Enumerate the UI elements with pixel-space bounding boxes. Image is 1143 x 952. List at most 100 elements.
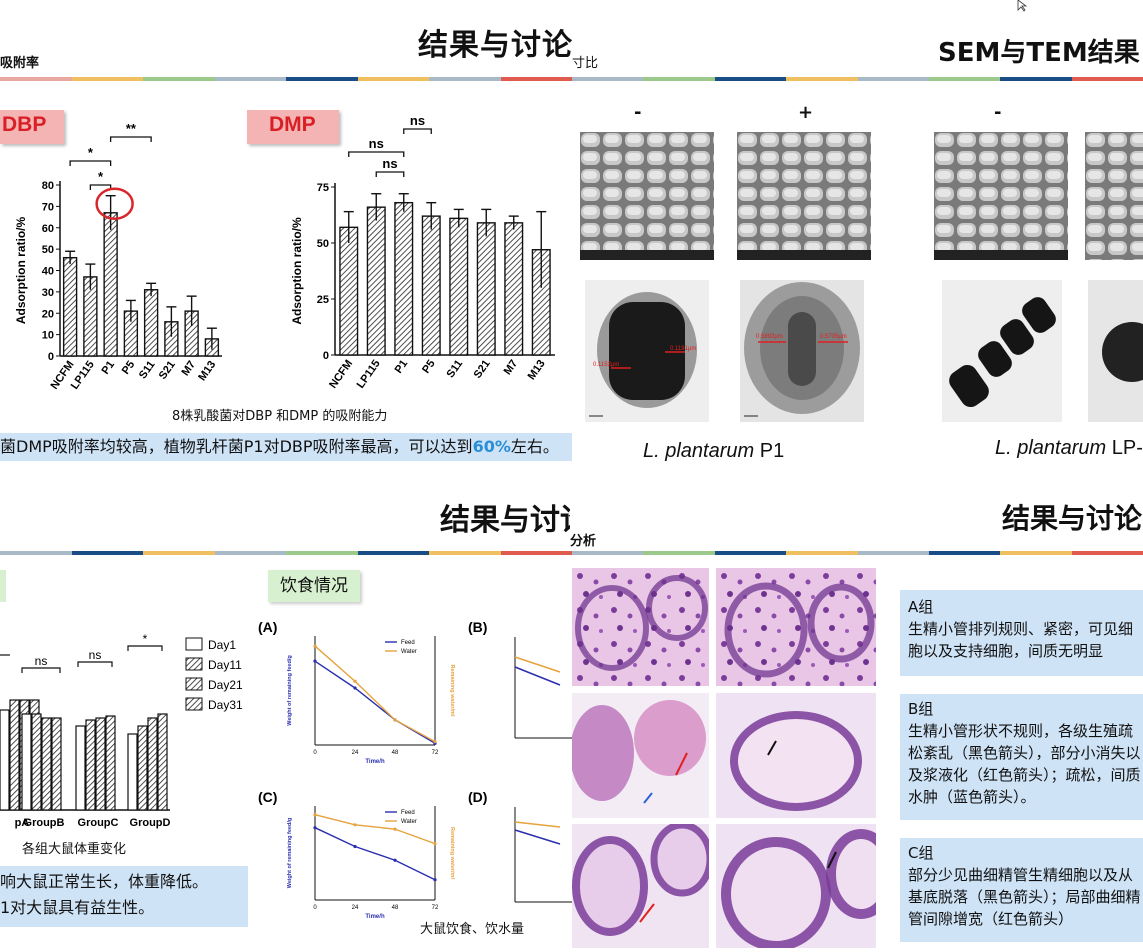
y-tick-label: 0: [323, 350, 329, 362]
bar: [421, 215, 441, 356]
sem-image-minus: [580, 132, 714, 260]
dmp-tag-label: DMP: [269, 113, 316, 136]
y-tick-label: 10: [42, 330, 54, 342]
x-tick-label: M13: [526, 358, 548, 382]
histology-b2: [716, 693, 876, 818]
group-a-text: 生精小管排列规则、紧密，可见细胞以及支持细胞，间质无明显: [908, 620, 1134, 660]
feed-caption: 大鼠饮食、饮水量: [420, 922, 525, 937]
significance-bracket: [127, 645, 163, 651]
legend-swatch: [185, 677, 203, 691]
legend-label: Day11: [208, 658, 242, 672]
adsorption-conclusion: 菌DMP吸附率均较高，植物乳杆菌P1对DBP吸附率最高，可以达到60%左右。: [0, 433, 572, 461]
significance-bracket: [89, 184, 112, 190]
x-tick-label: S11: [137, 359, 158, 381]
bar: [147, 717, 158, 811]
series-point: [353, 844, 357, 849]
dbp-tag-label: DBP: [2, 113, 47, 136]
legend-label: Water: [401, 649, 417, 655]
y-tick-label: 80: [42, 180, 54, 192]
legend-label: Day31: [208, 698, 243, 712]
series-point: [393, 718, 397, 722]
dmp-tag: DMP: [247, 110, 339, 144]
weight-conclusion: 响大鼠正常生长，体重降低。 1对大鼠具有益生性。: [0, 866, 248, 927]
histology-b1: [572, 693, 709, 818]
x-tick-label: 24: [352, 905, 359, 911]
series-point: [393, 827, 397, 831]
bar: [95, 717, 106, 811]
series-line: [314, 827, 436, 881]
bar: [9, 699, 20, 811]
far-right-slide-title: SEM与TEM结果: [938, 38, 1140, 68]
p1-caption-species: L. plantarum: [643, 440, 755, 462]
bar: [137, 725, 148, 811]
significance-label: ns: [35, 654, 48, 668]
y-tick-label: 70: [42, 201, 54, 213]
y-axis-label: Adsorption ratio/%: [290, 217, 304, 325]
y-tick-label: 50: [317, 238, 329, 250]
group-a-title: A组: [908, 598, 934, 616]
significance-bracket: [69, 160, 112, 166]
far-right-sem-image-2: [1085, 132, 1143, 260]
top-left-cut-label: 吸附率: [0, 56, 40, 71]
significance-bracket: [375, 171, 405, 177]
bottom-right-stripe: [572, 551, 1143, 555]
series-point: [433, 878, 437, 882]
weight-conclusion-line1: 响大鼠正常生长，体重降低。: [0, 872, 209, 891]
significance-bracket: [348, 151, 405, 157]
far-right-sem-image: [934, 132, 1068, 260]
y2-axis-label: Remaining water/ml: [449, 827, 455, 879]
mouse-cursor-icon: [1017, 0, 1027, 12]
x-tick-label: 72: [432, 905, 439, 911]
bar: [339, 226, 359, 356]
top-left-slide-title: 结果与讨论: [418, 28, 573, 63]
series-point: [433, 842, 437, 846]
legend-label: Feed: [401, 810, 415, 816]
x-tick-label: P1: [393, 358, 411, 376]
bar: [127, 733, 138, 811]
sem-plus-label: +: [798, 102, 814, 123]
legend-label: Day1: [208, 638, 236, 652]
series-point: [433, 740, 437, 744]
significance-bracket: [77, 661, 113, 667]
y-tick-label: 0: [48, 351, 54, 363]
chart-caption: 8株乳酸菌对DBP 和DMP 的吸附能力: [172, 409, 388, 424]
significance-label: ns: [89, 648, 102, 662]
x-tick-label: GroupB: [24, 817, 65, 829]
x-tick-label: GroupC: [78, 817, 119, 829]
series-point: [353, 823, 357, 827]
far-right-minus-label: -: [994, 102, 1002, 123]
bar: [103, 212, 118, 357]
group-b-text: 生精小管形状不规则，各级生殖疏松紊乱（黑色箭头），部分小消失以及浆液化（红色箭头…: [908, 722, 1141, 806]
y-tick-label: 50: [42, 244, 54, 256]
bottom-right-slide-title: 结果与讨论: [1002, 502, 1143, 535]
tem-measure-1: 0.1152μm: [593, 362, 619, 368]
x-tick-label: 72: [432, 750, 439, 756]
significance-label: *: [98, 169, 104, 184]
significance-label: ns: [382, 156, 397, 171]
legend-swatch: [185, 697, 203, 711]
series-line: [314, 813, 436, 845]
sem-image-plus: [737, 132, 871, 260]
conclusion-highlight: 60%: [472, 437, 511, 456]
highlight-circle: [95, 187, 134, 220]
bar: [366, 206, 386, 356]
p1-caption: L. plantarum P1: [643, 440, 784, 463]
bar: [476, 222, 496, 356]
bar: [394, 201, 414, 356]
significance-label: *: [143, 632, 148, 646]
legend-swatch: [185, 637, 203, 651]
conclusion-text: 菌DMP吸附率均较高，植物乳杆菌P1对DBP吸附率最高，可以达到: [0, 437, 473, 456]
bar: [85, 719, 96, 811]
tem-image-plus: 0.5892μm 0.5705μm: [740, 280, 864, 422]
series-line: [314, 660, 436, 744]
y-axis-label: Weight of remaining feed/g: [287, 818, 293, 889]
top-right-cut-label: 寸比: [572, 56, 599, 71]
significance-bracket: [21, 667, 61, 673]
series-point: [313, 644, 317, 648]
x-tick-label: S21: [157, 359, 178, 382]
top-right-stripe: [572, 77, 1143, 81]
y-tick-label: 75: [317, 182, 329, 194]
